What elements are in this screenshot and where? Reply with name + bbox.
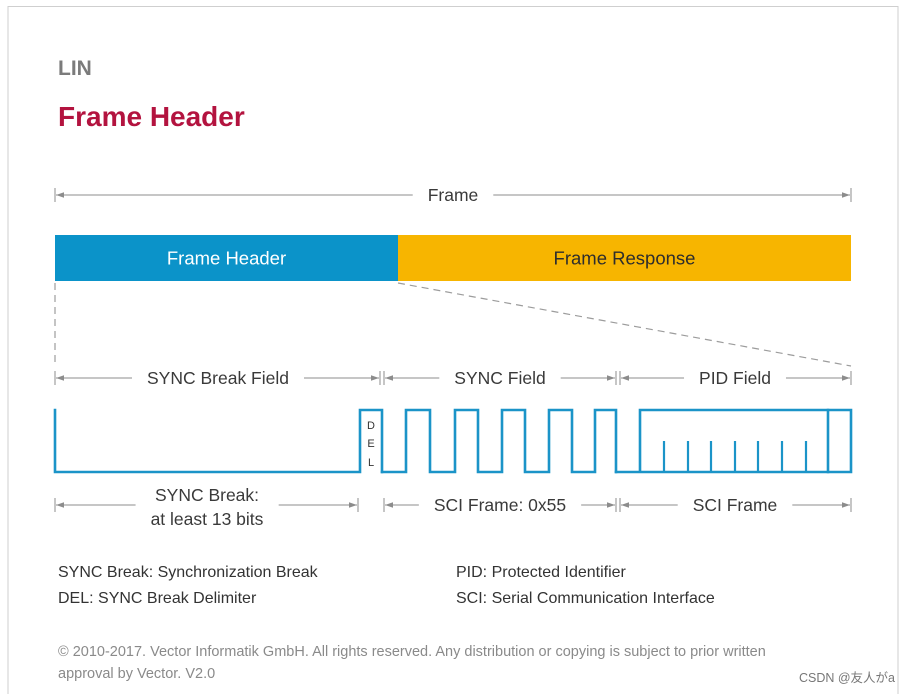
frame-label: Frame (428, 185, 479, 205)
frame-header-block-label: Frame Header (167, 248, 286, 269)
sync-field-dimension: SYNC Field (385, 366, 615, 390)
label-background (132, 366, 304, 390)
copyright-line: © 2010-2017. Vector Informatik GmbH. All… (58, 644, 766, 660)
delimiter-letter: L (368, 457, 374, 469)
sync-break-and-delimiter-signal (53, 408, 384, 474)
bit-dimension-ticks (54, 498, 852, 512)
sync-field-label: SYNC Field (454, 368, 545, 388)
frame-dimension: Frame (54, 183, 852, 207)
watermark: CSDN @友人がa (799, 670, 895, 685)
label-background (684, 366, 786, 390)
legend: SYNC Break: Synchronization Break DEL: S… (58, 564, 715, 607)
delimiter-letter: E (367, 438, 374, 450)
sync-field-signal (380, 408, 618, 474)
sci-frame-dimension: SCI Frame (621, 493, 850, 517)
sync-break-bits-dimension: SYNC Break: at least 13 bits (56, 483, 357, 531)
copyright-footer: © 2010-2017. Vector Informatik GmbH. All… (58, 644, 766, 682)
frame-response-block-label: Frame Response (554, 248, 696, 269)
label-background (677, 493, 793, 517)
sync-break-bits-label-line2: at least 13 bits (151, 509, 264, 529)
copyright-line: approval by Vector. V2.0 (58, 666, 215, 682)
legend-item: SCI: Serial Communication Interface (456, 590, 715, 607)
label-background (135, 483, 279, 531)
label-background (418, 493, 582, 517)
page-title: Frame Header (58, 101, 245, 132)
sci-frame-0x55-dimension: SCI Frame: 0x55 (385, 493, 615, 517)
label-background (439, 366, 561, 390)
field-dimension-ticks (54, 371, 852, 385)
card-border (7, 6, 899, 694)
zoom-line-right (397, 282, 852, 367)
sci-frame-0x55-label: SCI Frame: 0x55 (434, 495, 566, 515)
legend-item: DEL: SYNC Break Delimiter (58, 590, 257, 607)
delimiter-letter: D (367, 420, 375, 432)
sci-frame-label: SCI Frame (693, 495, 778, 515)
sync-break-bits-label-line1: SYNC Break: (155, 485, 259, 505)
sync-break-field-dimension: SYNC Break Field (56, 366, 379, 390)
section-label: LIN (58, 57, 92, 80)
legend-item: PID: Protected Identifier (456, 564, 627, 581)
pid-field-dimension: PID Field (621, 366, 850, 390)
pid-field-signal (614, 408, 853, 474)
sync-break-bits-label: SYNC Break: at least 13 bits (151, 485, 264, 529)
label-background (412, 183, 494, 207)
frame-response-block (398, 235, 851, 281)
pid-field-label: PID Field (699, 368, 771, 388)
legend-item: SYNC Break: Synchronization Break (58, 564, 319, 581)
signal-waveform: D E L (53, 408, 853, 474)
frame-header-block (55, 235, 398, 281)
sync-break-field-label: SYNC Break Field (147, 368, 289, 388)
